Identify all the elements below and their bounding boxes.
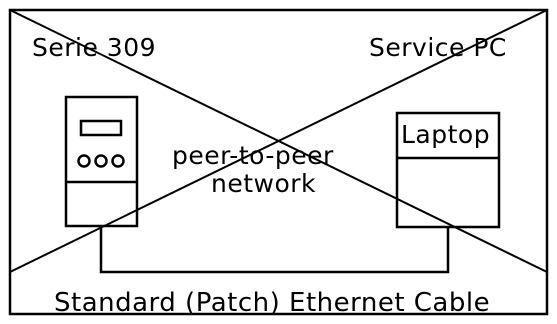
network-label-line2: network — [211, 169, 316, 198]
serie-309-label: Serie 309 — [32, 33, 156, 62]
cable-label: Standard (Patch) Ethernet Cable — [54, 288, 490, 318]
diagram-frame — [8, 8, 549, 316]
device-display — [79, 119, 123, 137]
device-body — [64, 95, 139, 228]
cross-line-ascending — [9, 9, 548, 273]
serie-309-device — [64, 95, 139, 228]
laptop-device: Laptop — [395, 111, 501, 229]
network-label-line1: peer-to-peer — [172, 141, 334, 170]
service-pc-label: Service PC — [369, 33, 507, 62]
device-button-1 — [77, 154, 91, 168]
laptop-label: Laptop — [401, 120, 490, 149]
device-button-2 — [94, 154, 108, 168]
ethernet-cable — [99, 226, 450, 274]
device-button-3 — [111, 154, 125, 168]
